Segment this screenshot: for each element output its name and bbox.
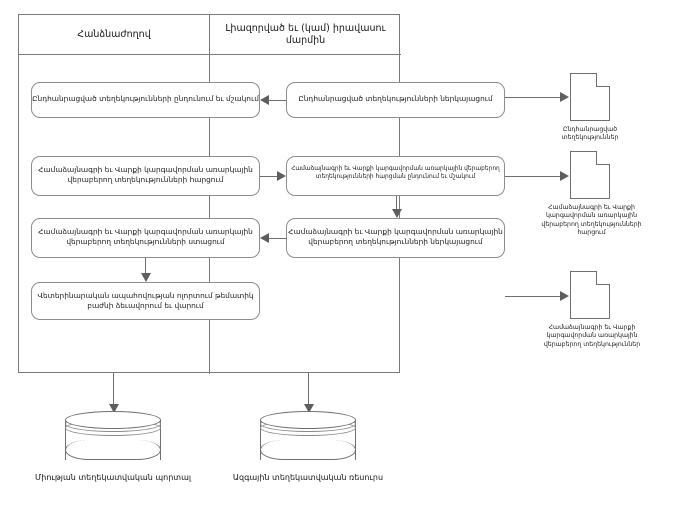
connector-r1-to-doc1-line bbox=[505, 97, 560, 98]
connector-l2-to-r2-line bbox=[260, 176, 277, 177]
lane-title-commission: Հանձնաժողով bbox=[77, 28, 151, 40]
lane-header-divider bbox=[19, 54, 401, 55]
connector-r3-to-l3-arrowhead bbox=[260, 233, 269, 243]
document-icon-information-provided[interactable] bbox=[570, 271, 610, 319]
connector-to-doc3-line bbox=[505, 296, 560, 297]
connector-r2-to-r3-line bbox=[396, 196, 397, 209]
connector-to-doc2-arrowhead bbox=[560, 171, 569, 181]
datastore-label-union-information-portal: Միության տեղեկատվական պորտալ bbox=[34, 473, 192, 482]
connector-r2-to-r3-arrowhead bbox=[392, 209, 402, 218]
connector-r1-to-doc1-arrowhead bbox=[560, 92, 569, 102]
process-label: Համաձայնագրի եւ Վարքի կարգավորման առարկա… bbox=[288, 227, 503, 246]
datastore-national-information-resource[interactable] bbox=[260, 411, 356, 469]
connector-to-doc3-arrowhead bbox=[560, 291, 569, 301]
document-icon-generalized-information[interactable] bbox=[570, 73, 610, 121]
document-label-information-request: Համաձայնագրի եւ Վարքի կարգավորման առարկա… bbox=[541, 204, 642, 237]
connector-r3-to-l3-line bbox=[269, 238, 286, 239]
process-box-submit-generalized-info[interactable]: Ընդհանրացված տեղեկությունների ներկայացու… bbox=[286, 82, 505, 118]
process-box-receive-process-generalized[interactable]: Ընդհանրացված տեղեկությունների ընդունում … bbox=[31, 82, 260, 118]
document-label-generalized-information: Ընդհանրացված տեղեկություններ bbox=[561, 126, 619, 142]
process-box-submit-agreement-info[interactable]: Համաձայնագրի եւ Վարքի կարգավորման առարկա… bbox=[286, 218, 505, 258]
connector-l2-to-r2-arrowhead bbox=[277, 171, 286, 181]
datastore-label-national-information-resource: Ազգային տեղեկատվական ռեսուրս bbox=[232, 473, 384, 482]
connector-to-national-resource-arrowhead bbox=[304, 404, 314, 413]
document-icon-information-request[interactable] bbox=[570, 151, 610, 199]
process-box-request-agreement-info[interactable]: Համաձայնագրի եւ Վարքի կարգավորման առարկա… bbox=[31, 156, 260, 196]
lane-title-authorized-body: Լիազորված եւ (կամ) իրավասու մարմին bbox=[225, 22, 386, 46]
connector-to-doc2-line bbox=[505, 176, 560, 177]
connector-r1-to-l1-line bbox=[269, 100, 286, 101]
connector-to-union-portal-line bbox=[113, 373, 114, 404]
process-label: Ընդհանրացված տեղեկությունների ընդունում … bbox=[32, 94, 259, 103]
process-box-receive-agreement-info[interactable]: Համաձայնագրի եւ Վարքի կարգավորման առարկա… bbox=[31, 218, 260, 258]
process-box-form-thematic-section[interactable]: Վետերինարական ապահովության ոլորտում թեմա… bbox=[31, 282, 260, 320]
document-label-information-provided: Համաձայնագրի եւ Վարքի կարգավորման առարկա… bbox=[543, 324, 641, 348]
connector-l3-to-l4-line bbox=[145, 258, 146, 273]
cylinder-top bbox=[65, 411, 161, 429]
connector-r1-to-l1-arrowhead bbox=[260, 95, 269, 105]
datastore-union-information-portal[interactable] bbox=[65, 411, 161, 469]
connector-to-national-resource-line bbox=[308, 373, 309, 404]
cylinder-bottom bbox=[260, 440, 356, 460]
process-label: Համաձայնագրի եւ Վարքի կարգավորման առարկա… bbox=[38, 227, 253, 246]
process-label: Համաձայնագրի եւ Վարքի կարգավորման առարկա… bbox=[291, 166, 500, 180]
cylinder-top bbox=[260, 411, 356, 429]
process-label: Ընդհանրացված տեղեկությունների ներկայացու… bbox=[298, 94, 493, 103]
document-fold-corner bbox=[597, 151, 610, 164]
document-fold-corner bbox=[597, 271, 610, 284]
process-label: Համաձայնագրի եւ Վարքի կարգավորման առարկա… bbox=[38, 165, 253, 184]
document-fold-corner bbox=[597, 73, 610, 86]
connector-l3-to-l4-arrowhead bbox=[141, 273, 151, 282]
cylinder-bottom bbox=[65, 440, 161, 460]
process-box-receive-process-request[interactable]: Համաձայնագրի եւ Վարքի կարգավորման առարկա… bbox=[286, 156, 505, 196]
connector-to-union-portal-arrowhead bbox=[109, 404, 119, 413]
process-label: Վետերինարական ապահովության ոլորտում թեմա… bbox=[37, 291, 254, 310]
